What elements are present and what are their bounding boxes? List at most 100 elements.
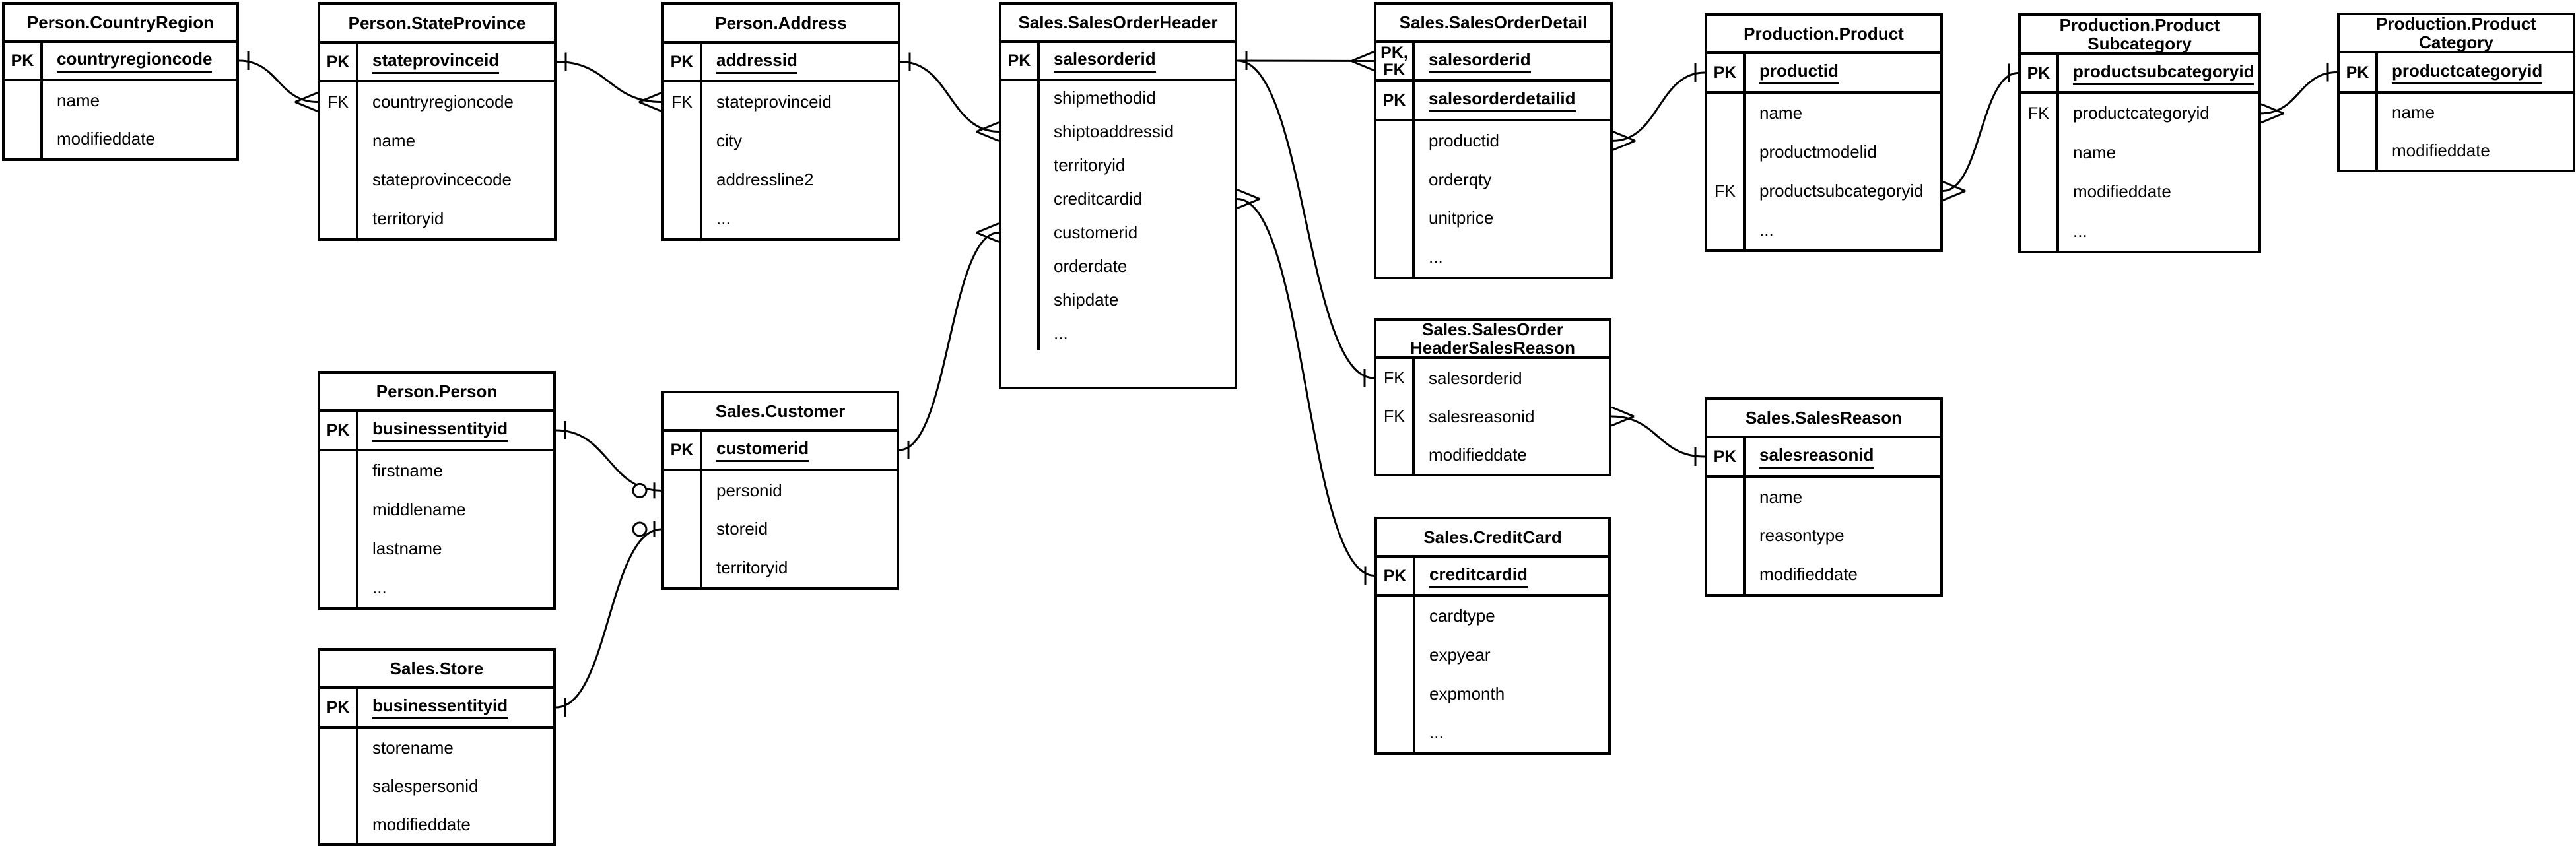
field-row: orderqty bbox=[1376, 160, 1610, 199]
field-name: expyear bbox=[1429, 645, 1491, 665]
key-label bbox=[320, 767, 358, 805]
field-name: stateprovincecode bbox=[372, 170, 512, 189]
key-label bbox=[1001, 317, 1040, 350]
field-row: firstname bbox=[320, 451, 553, 490]
key-label: FK bbox=[664, 82, 702, 121]
key-label bbox=[2021, 211, 2059, 251]
field-cell: name bbox=[2059, 133, 2258, 173]
field-row: ... bbox=[1707, 211, 1940, 249]
key-label: PK bbox=[664, 44, 702, 80]
cardinality-many-crowfoot bbox=[294, 92, 318, 103]
relationship-salesorderheader-salesorderheadersalesreason bbox=[1237, 59, 1374, 379]
cardinality-many-crowfoot bbox=[1237, 198, 1260, 209]
field-row: modifieddate bbox=[1707, 555, 1940, 594]
field-name: salesorderid bbox=[1429, 49, 1531, 73]
field-row: ... bbox=[1376, 238, 1610, 277]
field-name: productmodelid bbox=[1759, 142, 1877, 162]
field-cell: modifieddate bbox=[2059, 172, 2258, 212]
key-label bbox=[1001, 81, 1040, 115]
relationship-customer-salesorderheader bbox=[898, 232, 1000, 451]
field-cell: modifieddate bbox=[1746, 555, 1940, 594]
field-name: ... bbox=[716, 209, 731, 228]
field-cell: ... bbox=[702, 199, 898, 238]
field-name: ... bbox=[1054, 323, 1068, 343]
key-label: FK bbox=[1376, 397, 1415, 436]
field-cell: firstname bbox=[358, 451, 553, 490]
field-name: name bbox=[57, 90, 100, 110]
field-row: stateprovincecode bbox=[320, 160, 554, 199]
field-row: cardtype bbox=[1377, 597, 1608, 635]
field-row: modifieddate bbox=[2021, 172, 2258, 212]
field-name: modifieddate bbox=[372, 814, 471, 834]
key-label bbox=[1376, 238, 1415, 277]
key-label bbox=[320, 729, 358, 767]
field-name: ... bbox=[2073, 220, 2087, 241]
field-name: productsubcategoryid bbox=[1759, 181, 1924, 201]
field-name: countryregioncode bbox=[57, 49, 213, 73]
field-cell: salesorderdetailid bbox=[1415, 82, 1610, 119]
relationship-person-customer bbox=[555, 429, 662, 492]
key-label bbox=[1377, 713, 1415, 752]
key-label bbox=[1376, 121, 1415, 160]
field-row: modifieddate bbox=[2340, 131, 2573, 170]
field-row: expmonth bbox=[1377, 674, 1608, 713]
field-cell: customerid bbox=[1040, 216, 1235, 249]
field-row: territoryid bbox=[664, 548, 897, 587]
cardinality-many-crowfoot bbox=[638, 101, 662, 112]
field-cell: ... bbox=[358, 568, 553, 607]
field-name: stateprovinceid bbox=[716, 92, 832, 112]
key-label bbox=[320, 529, 358, 568]
key-label bbox=[664, 548, 702, 587]
field-cell: ... bbox=[1415, 238, 1610, 277]
field-row: customerid bbox=[1001, 216, 1235, 249]
key-label: PK bbox=[320, 689, 358, 726]
key-label: PK bbox=[2340, 53, 2378, 91]
field-row: shipdate bbox=[1001, 283, 1235, 317]
field-row: ... bbox=[1377, 713, 1608, 752]
key-label bbox=[1377, 597, 1415, 635]
field-cell: expyear bbox=[1415, 635, 1608, 674]
field-name: expmonth bbox=[1429, 684, 1505, 703]
key-label: PK bbox=[1377, 558, 1415, 594]
key-label: FK bbox=[1376, 359, 1415, 397]
cardinality-many-crowfoot bbox=[1351, 60, 1374, 71]
key-label bbox=[1707, 94, 1746, 133]
field-cell: salesorderid bbox=[1415, 359, 1609, 397]
field-name: addressid bbox=[716, 50, 797, 74]
key-label: PK bbox=[5, 43, 43, 79]
cardinality-many-crowfoot bbox=[2260, 103, 2284, 115]
field-row: productid bbox=[1376, 121, 1610, 160]
cardinality-many-crowfoot bbox=[976, 222, 1000, 234]
field-name: productid bbox=[1759, 61, 1839, 84]
key-label: PK bbox=[320, 44, 358, 80]
key-label bbox=[664, 160, 702, 199]
key-label bbox=[320, 568, 358, 607]
field-name: lastname bbox=[372, 538, 442, 558]
cardinality-many-crowfoot bbox=[294, 101, 318, 112]
field-name: personid bbox=[716, 480, 782, 500]
field-row: creditcardid bbox=[1001, 182, 1235, 216]
field-cell: ... bbox=[2059, 212, 2258, 251]
field-name: salesorderid bbox=[1429, 368, 1522, 388]
field-name: name bbox=[372, 131, 416, 150]
field-name: creditcardid bbox=[1429, 564, 1528, 588]
key-label bbox=[1707, 133, 1746, 172]
